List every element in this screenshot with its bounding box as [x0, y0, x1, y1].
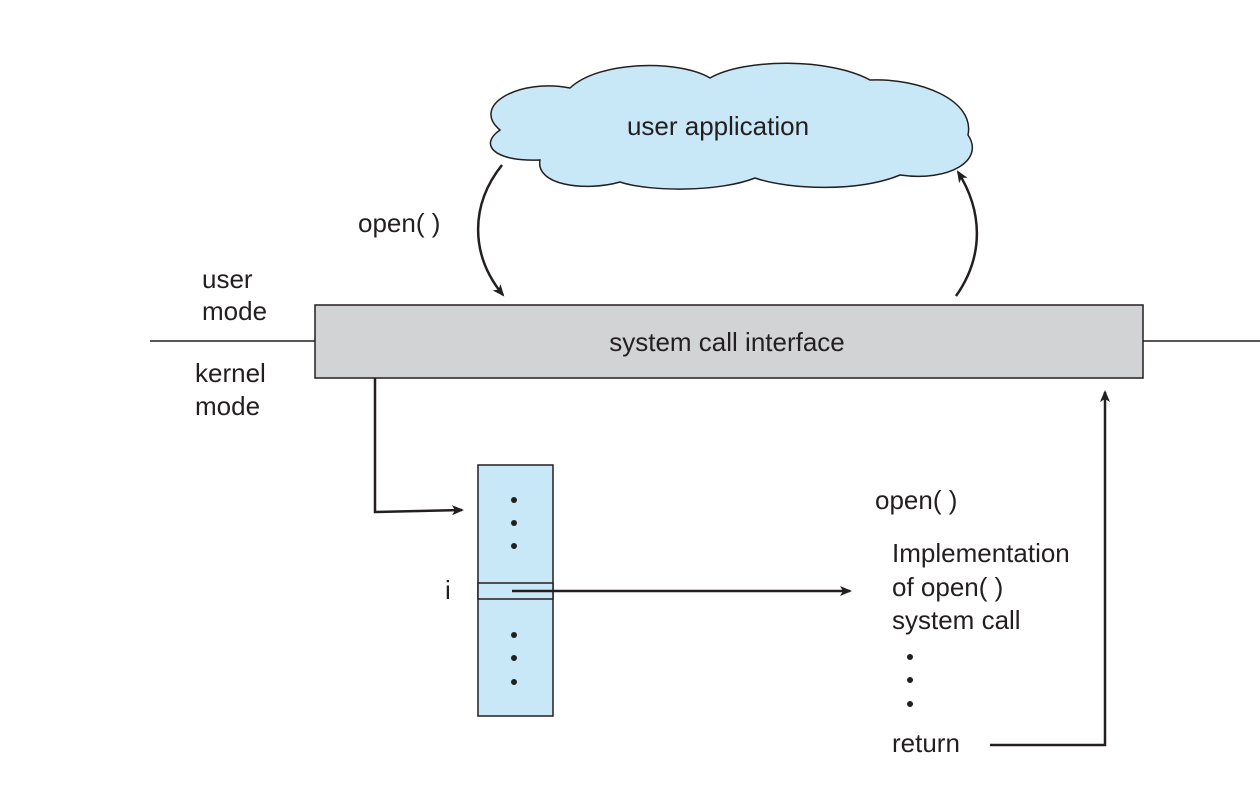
implementation-return: return [892, 728, 960, 758]
table-index-label: i [445, 575, 451, 605]
implementation-line-2: of open( ) [892, 572, 1003, 602]
table-ellipsis-dot [511, 520, 517, 526]
implementation-line-3: system call [892, 605, 1021, 635]
user-mode-label-line1: user [202, 264, 253, 294]
table-ellipsis-dot [511, 632, 517, 638]
table-ellipsis-dot [511, 543, 517, 549]
implementation-line-1: Implementation [892, 538, 1070, 568]
implementation-heading: open( ) [875, 485, 957, 515]
open-implementation-block: open( ) Implementation of open( ) system… [875, 485, 1070, 758]
implementation-ellipsis-dot [907, 677, 913, 683]
system-call-interface-bar: system call interface [314, 304, 1144, 379]
table-ellipsis-dot [511, 679, 517, 685]
implementation-ellipsis-dot [907, 654, 913, 660]
open-call-label: open( ) [358, 208, 440, 238]
implementation-ellipsis-dot [907, 701, 913, 707]
return-to-app-arrow [954, 170, 979, 297]
kernel-mode-label-line2: mode [195, 391, 260, 421]
user-application-cloud: user application [489, 62, 974, 190]
return-to-interface-arrow [990, 390, 1110, 747]
kernel-mode-label-line1: kernel [195, 358, 266, 388]
system-call-interface-label: system call interface [609, 327, 845, 357]
open-call-arrow [476, 164, 505, 297]
table-ellipsis-dot [511, 655, 517, 661]
table-ellipsis-dot [511, 497, 517, 503]
dispatch-arrow [373, 378, 464, 516]
user-mode-label-line2: mode [202, 296, 267, 326]
user-application-label: user application [627, 111, 809, 141]
